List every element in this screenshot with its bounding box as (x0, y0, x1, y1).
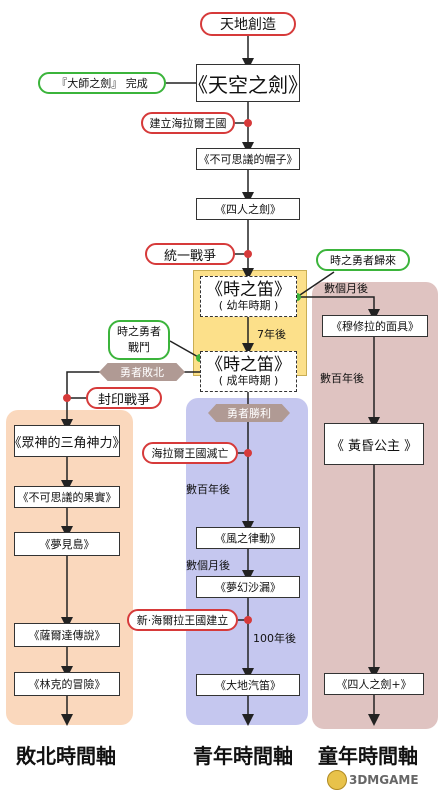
wind-waker-box: 《風之律動》 (196, 527, 300, 549)
hero-battle-event: 時之勇者 戰鬥 (108, 320, 170, 360)
adult-timeline-title: 青年時間軸 (193, 744, 293, 768)
new-hyrule-event: 新·海爾拉王國建立 (127, 609, 238, 631)
links-awakening-box: 《夢見島》 (14, 532, 120, 556)
hero-defeated-marker: 勇者敗北 (99, 363, 185, 381)
child-timeline-region (312, 282, 438, 729)
zelda-legend-box: 《薩爾達傳說》 (14, 623, 120, 647)
twilight-princess-box: 《 黃昏公主 》 (324, 423, 424, 465)
skyward-sword-box: 《天空之劍》 (188, 64, 308, 102)
hero-battle-line2: 戰鬥 (128, 341, 150, 354)
unification-war-event: 統一戰爭 (145, 243, 235, 265)
watermark-text: 3DMGAME (349, 773, 419, 787)
sealing-war-event: 封印戰爭 (86, 387, 162, 409)
child-timeline-title: 童年時間軸 (318, 744, 418, 768)
oracle-box: 《不可思議的果實》 (14, 486, 120, 508)
minish-cap-box: 《不可思議的帽子》 (196, 148, 300, 170)
hero-victory-marker: 勇者勝利 (208, 404, 290, 422)
majoras-mask-box: 《穆修拉的面具》 (322, 315, 428, 337)
hyrule-founded-event: 建立海拉爾王國 (141, 112, 235, 134)
hundreds-years-adult-label: 數百年後 (186, 483, 230, 496)
adult-era-label: ( 成年時期 ) (218, 373, 279, 387)
link-to-past-box: 《眾神的三角神力》 (9, 425, 126, 457)
ocarina-adult-box: 《時之笛》 ( 成年時期 ) (200, 351, 297, 392)
hundred-years-later-label: 100年後 (253, 632, 296, 645)
adventure-of-link-box: 《林克的冒險》 (14, 672, 120, 696)
spirit-tracks-box: 《大地汽笛》 (196, 674, 300, 696)
creation-event: 天地創造 (200, 12, 296, 36)
four-swords-box: 《四人之劍》 (196, 198, 300, 220)
ocarina-child-title: 《時之笛》 (206, 279, 291, 300)
master-sword-event: 『大師之劍』 完成 (38, 72, 166, 94)
hero-battle-line1: 時之勇者 (117, 325, 161, 338)
seven-years-later-label: 7年後 (257, 328, 286, 341)
hero-returns-event: 時之勇者歸來 (316, 249, 410, 271)
hundreds-years-child-label: 數百年後 (320, 372, 364, 385)
phantom-hourglass-box: 《夢幻沙漏》 (196, 576, 300, 598)
downfall-timeline-title: 敗北時間軸 (16, 744, 116, 768)
several-months-child-label: 數個月後 (324, 282, 368, 295)
ocarina-adult-title: 《時之笛》 (206, 354, 291, 375)
child-era-label: ( 幼年時期 ) (218, 298, 279, 312)
ocarina-child-box: 《時之笛》 ( 幼年時期 ) (200, 276, 297, 317)
several-months-adult-label: 數個月後 (186, 559, 230, 572)
watermark-logo-icon (327, 770, 347, 790)
four-swords-plus-box: 《四人之劍+》 (324, 673, 424, 695)
hyrule-destroyed-event: 海拉爾王國滅亡 (142, 442, 238, 464)
